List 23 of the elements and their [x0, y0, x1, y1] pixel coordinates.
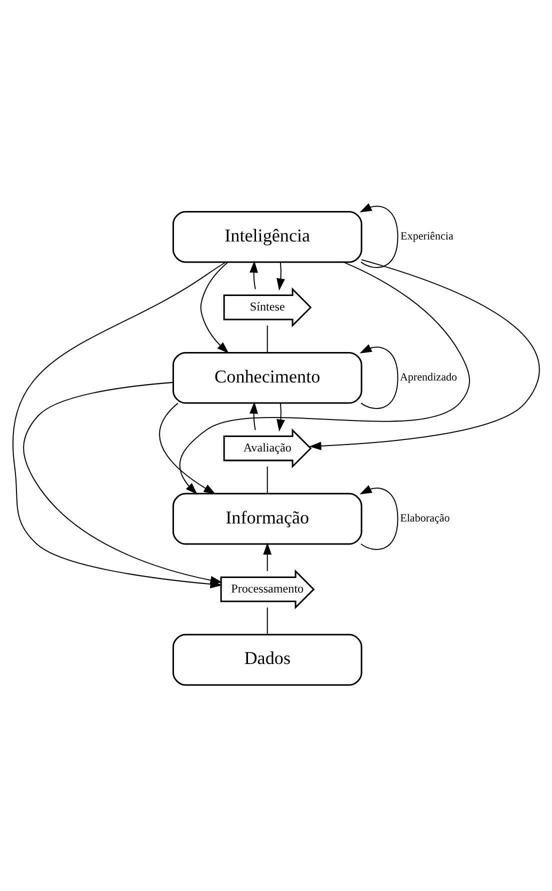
arrow — [159, 402, 216, 494]
node-box: Informação — [172, 492, 362, 545]
edge-label: Experiência — [400, 230, 454, 243]
arrow — [250, 402, 258, 430]
arrow — [23, 382, 222, 584]
connector — [266, 326, 268, 353]
connector — [266, 466, 268, 494]
arrow — [360, 344, 398, 409]
node-box: Inteligência — [172, 210, 362, 263]
arrow — [200, 262, 229, 354]
arrow — [360, 485, 398, 550]
arrow — [276, 262, 285, 291]
arrow — [360, 203, 398, 268]
arrow — [263, 542, 272, 572]
connector — [266, 607, 268, 634]
arrow — [309, 259, 540, 450]
node-box: Conhecimento — [172, 352, 362, 404]
edge-label: Elaboração — [400, 512, 450, 525]
arrow — [276, 403, 285, 432]
node-box: Dados — [172, 634, 362, 686]
arrow — [179, 262, 470, 494]
arrow — [250, 260, 258, 290]
edge-label: Aprendizado — [400, 372, 458, 384]
